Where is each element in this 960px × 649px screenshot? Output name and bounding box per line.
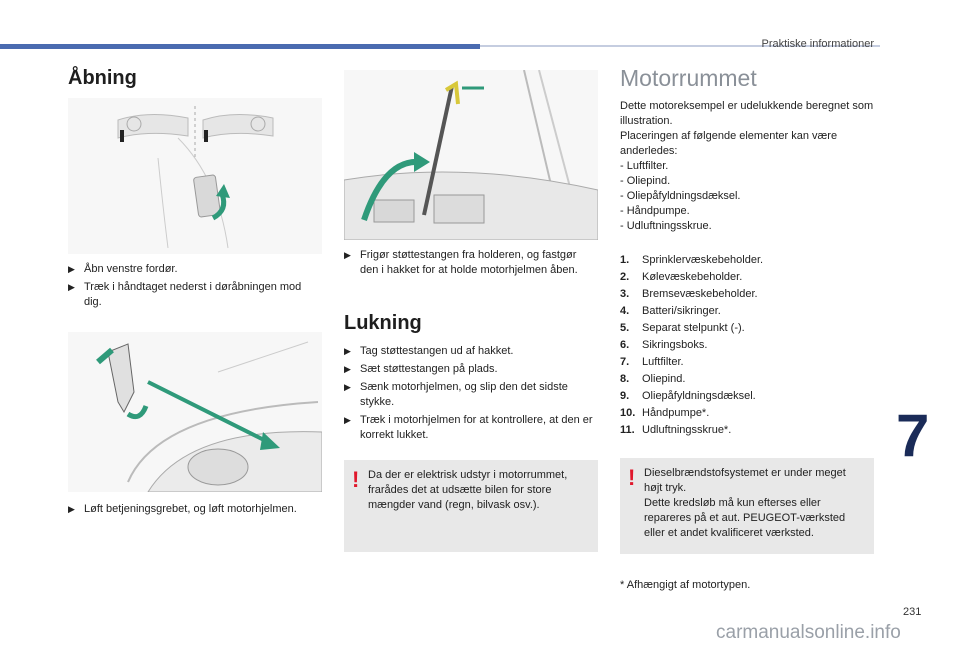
- bullet-arrow-icon: ▶: [68, 264, 75, 274]
- bullet-arrow-icon: ▶: [344, 382, 351, 392]
- list-item: 1.Sprinklervæskebeholder.: [620, 254, 764, 266]
- warning-icon: !: [352, 467, 360, 492]
- warning-water: ! Da der er elektrisk udstyr i motorrumm…: [344, 460, 598, 552]
- heading-aabning: Åbning: [68, 67, 137, 89]
- steps-open-door: ▶Åbn venstre fordør. ▶Træk i håndtaget n…: [68, 262, 318, 313]
- intro-text: Dette motoreksempel er udelukkende bereg…: [620, 100, 874, 127]
- bullet-arrow-icon: ▶: [344, 346, 351, 356]
- list-item: - Udluftningsskrue.: [620, 220, 712, 232]
- intro-text: Placeringen af følgende elementer kan væ…: [620, 130, 838, 157]
- bullet-arrow-icon: ▶: [68, 282, 75, 292]
- heading-lukning: Lukning: [344, 312, 422, 334]
- header-bar: [0, 44, 480, 49]
- header-rule: [480, 45, 880, 47]
- bullet-arrow-icon: ▶: [344, 415, 351, 425]
- steps-close-hood: ▶Tag støttestangen ud af hakket. ▶Sæt st…: [344, 344, 598, 446]
- steps-lift-hood: ▶Løft betjeningsgrebet, og løft motorhje…: [68, 502, 328, 520]
- motor-intro: Dette motoreksempel er udelukkende bereg…: [620, 99, 882, 234]
- list-item: ▶Løft betjeningsgrebet, og løft motorhje…: [68, 503, 297, 515]
- list-item: - Oliepind.: [620, 175, 671, 187]
- chapter-number: 7: [896, 402, 930, 469]
- bullet-arrow-icon: ▶: [68, 504, 75, 514]
- list-item: ▶Åbn venstre fordør.: [68, 263, 178, 275]
- list-item: - Oliepåfyldningsdæksel.: [620, 190, 741, 202]
- list-item: ▶Sænk motorhjelmen, og slip den det sids…: [344, 381, 568, 408]
- list-item: 6.Sikringsboks.: [620, 339, 708, 351]
- watermark: carmanualsonline.info: [716, 622, 901, 643]
- list-item: - Luftfilter.: [620, 160, 669, 172]
- steps-fix-rod: ▶Frigør støttestangen fra holderen, og f…: [344, 248, 594, 281]
- list-item: 10.Håndpumpe*.: [620, 407, 710, 419]
- warning-diesel: ! Dieselbrændstofsystemet er under meget…: [620, 458, 874, 554]
- list-item: - Håndpumpe.: [620, 205, 690, 217]
- list-item: 5.Separat stelpunkt (-).: [620, 322, 745, 334]
- list-item: ▶Frigør støttestangen fra holderen, og f…: [344, 249, 578, 276]
- warning-text: Dieselbrændstofsystemet er under meget h…: [644, 467, 846, 539]
- list-item: ▶Træk i håndtaget nederst i døråbningen …: [68, 281, 302, 308]
- list-item: 11.Udluftningsskrue*.: [620, 424, 732, 436]
- list-item: ▶Tag støttestangen ud af hakket.: [344, 345, 514, 357]
- warning-icon: !: [628, 465, 636, 490]
- heading-motorrummet: Motorrummet: [620, 65, 757, 91]
- list-item: ▶Sæt støttestangen på plads.: [344, 363, 498, 375]
- list-item: 2.Kølevæskebeholder.: [620, 271, 743, 283]
- list-item: 7.Luftfilter.: [620, 356, 684, 368]
- figure-door-handle: [68, 98, 322, 254]
- footnote: * Afhængigt af motortypen.: [620, 579, 751, 591]
- list-item: 4.Batteri/sikringer.: [620, 305, 721, 317]
- bullet-arrow-icon: ▶: [344, 250, 351, 260]
- figure-support-rod: [344, 70, 598, 240]
- section-title: Praktiske informationer: [761, 38, 875, 50]
- page-number: 231: [903, 606, 922, 618]
- figure-hood-lever: [68, 332, 322, 492]
- list-item: 9.Oliepåfyldningsdæksel.: [620, 390, 756, 402]
- list-item: 3.Bremsevæskebeholder.: [620, 288, 758, 300]
- component-list: 1.Sprinklervæskebeholder. 2.Kølevæskebeh…: [620, 252, 882, 439]
- warning-text: Da der er elektrisk udstyr i motorrummet…: [368, 469, 568, 511]
- list-item: 8.Oliepind.: [620, 373, 686, 385]
- bullet-arrow-icon: ▶: [344, 364, 351, 374]
- list-item: ▶Træk i motorhjelmen for at kontrollere,…: [344, 414, 593, 441]
